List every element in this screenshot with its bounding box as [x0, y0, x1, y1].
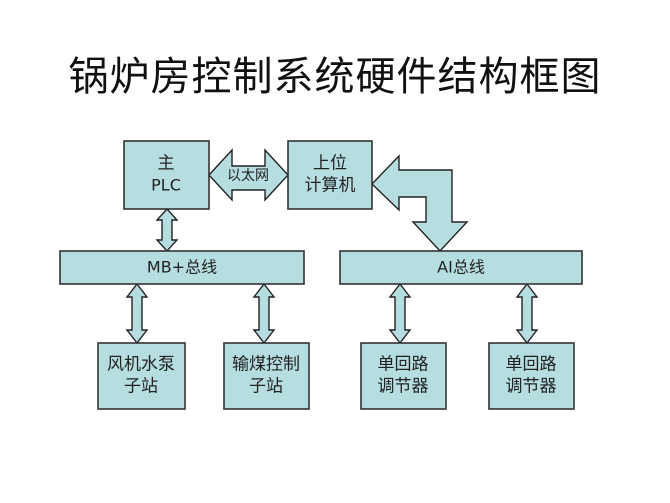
mb-fan-arrow: [125, 282, 149, 345]
upper-computer-box: 上位 计算机: [287, 140, 373, 210]
mb-bus: MB+总线: [59, 250, 305, 285]
mb-coal-arrow: [252, 282, 276, 345]
regulator-1-box: 单回路 调节器: [360, 342, 447, 410]
upper-computer-line1: 上位: [313, 154, 347, 174]
regulator-2-box: 单回路 调节器: [488, 342, 575, 410]
fan-pump-line2: 子站: [124, 377, 158, 397]
regulator-1-line1: 单回路: [378, 355, 429, 375]
main-plc-line1: 主: [158, 154, 175, 174]
ai-bus: AI总线: [339, 250, 583, 285]
ai-reg1-arrow: [388, 282, 412, 345]
main-plc-box: 主 PLC: [123, 140, 210, 210]
coal-feed-station-box: 输煤控制 子站: [223, 342, 310, 410]
ai-bus-label: AI总线: [437, 258, 485, 277]
ai-reg2-arrow: [515, 282, 539, 345]
regulator-2-line2: 调节器: [506, 377, 557, 397]
upper-computer-line2: 计算机: [305, 176, 356, 196]
diagram-title: 锅炉房控制系统硬件结构框图: [68, 54, 602, 100]
regulator-2-line1: 单回路: [506, 355, 557, 375]
fan-pump-station-box: 风机水泵 子站: [97, 342, 186, 410]
coal-feed-line1: 输煤控制: [232, 355, 300, 375]
mb-bus-label: MB+总线: [147, 258, 217, 277]
computer-ai-bent-arrow: [371, 154, 469, 253]
plc-mb-arrow: [155, 207, 179, 253]
fan-pump-line1: 风机水泵: [107, 355, 175, 375]
regulator-1-line2: 调节器: [378, 377, 429, 397]
main-plc-line2: PLC: [151, 176, 181, 195]
coal-feed-line2: 子站: [249, 377, 283, 397]
ethernet-label: 以太网: [227, 168, 269, 184]
